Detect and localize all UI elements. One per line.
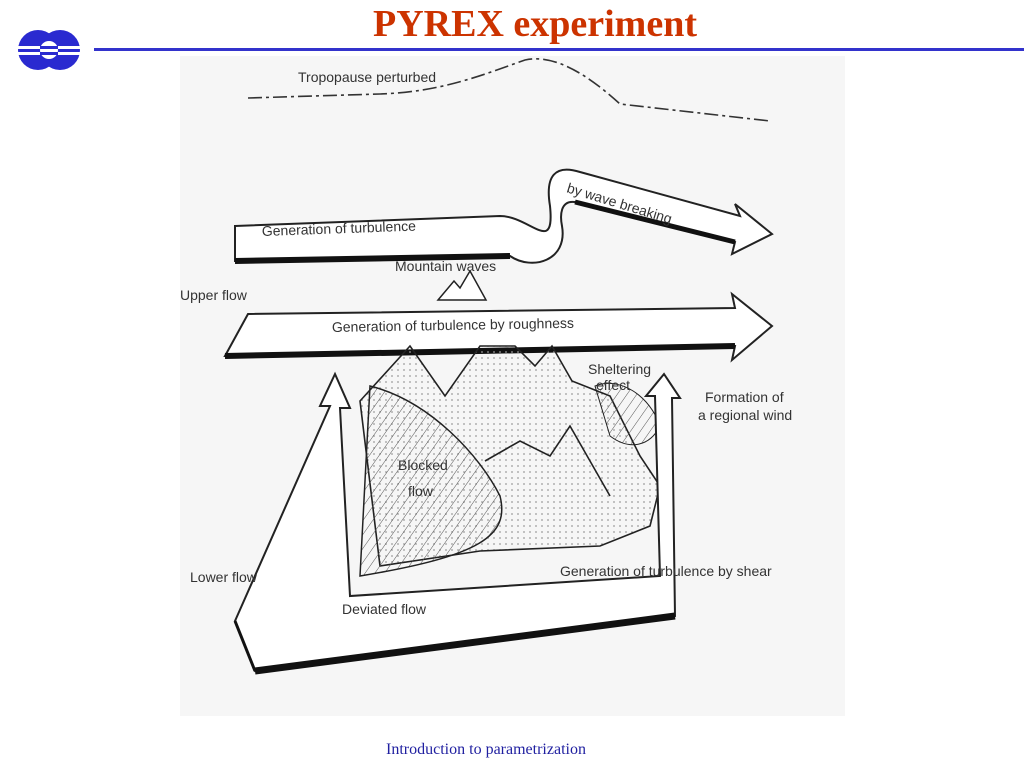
label-lower-flow: Lower flow xyxy=(190,569,258,585)
diagram-drawing: Tropopause perturbed Generation of turbu… xyxy=(180,58,792,675)
mountain-peak-small xyxy=(436,269,488,301)
label-mountain-waves: Mountain waves xyxy=(395,258,496,274)
label-sheltering: Sheltering xyxy=(588,361,651,377)
lower-flow-arrow xyxy=(233,371,682,673)
slide-title: PYREX experiment xyxy=(373,3,697,45)
label-tropopause: Tropopause perturbed xyxy=(298,69,436,85)
label-shear: Generation of turbulence by shear xyxy=(560,563,772,579)
slide-footer: Introduction to parametrization xyxy=(386,741,586,758)
label-turbulence-upper: Generation of turbulence xyxy=(262,218,417,239)
ecmwf-logo-icon xyxy=(14,30,84,70)
label-regional-wind-1: Formation of xyxy=(705,389,784,405)
label-regional-wind-2: a regional wind xyxy=(698,407,792,423)
label-deviated: Deviated flow xyxy=(342,601,427,617)
label-upper-flow: Upper flow xyxy=(180,287,248,303)
label-roughness: Generation of turbulence by roughness xyxy=(332,315,574,335)
label-blocked: Blocked xyxy=(398,457,448,473)
blocked-flow-area xyxy=(359,385,503,577)
pyrex-diagram: Tropopause perturbed Generation of turbu… xyxy=(180,56,845,716)
label-sheltering-effect: effect xyxy=(596,377,630,393)
label-blocked-flow: flow xyxy=(408,483,434,499)
tropopause-line xyxy=(247,58,771,122)
title-divider xyxy=(94,48,1024,51)
wave-breaking-arrow xyxy=(234,168,774,264)
